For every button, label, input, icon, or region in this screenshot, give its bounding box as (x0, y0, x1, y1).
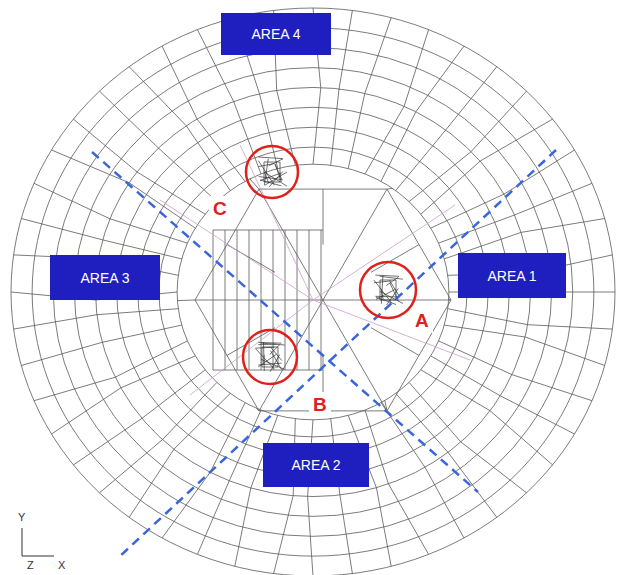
symmetry-lines (92, 150, 556, 558)
region-letter: C (209, 196, 231, 221)
area-box: AREA 1 (458, 253, 566, 298)
highlight-circle (246, 146, 298, 198)
area-box: AREA 4 (221, 13, 331, 55)
axis-label: X (57, 560, 66, 571)
axis-line (22, 528, 23, 556)
dashed-line (118, 150, 556, 558)
mesh-lines (11, 8, 615, 575)
area-label: AREA 2 (285, 457, 346, 473)
construction-lines (160, 145, 470, 395)
area-label: AREA 3 (74, 270, 135, 286)
area-label: AREA 1 (481, 268, 542, 284)
area-box: AREA 2 (263, 443, 369, 487)
area-label: AREA 4 (245, 26, 306, 42)
construction-line (160, 145, 470, 395)
highlight-circle (360, 262, 416, 318)
highlight-circles (243, 146, 416, 384)
axis-label: Z (26, 560, 35, 571)
refined-mesh-lines (255, 157, 403, 372)
area-box: AREA 3 (50, 255, 160, 300)
mesh-grid (11, 8, 615, 575)
dashed-line (92, 152, 478, 492)
region-letter: B (309, 392, 331, 417)
axis-triad (22, 528, 54, 556)
axis-line (22, 556, 54, 557)
refined-mesh (255, 157, 403, 372)
region-letter: A (411, 308, 433, 333)
highlight-circle (243, 330, 297, 384)
axis-label: Y (17, 512, 26, 523)
